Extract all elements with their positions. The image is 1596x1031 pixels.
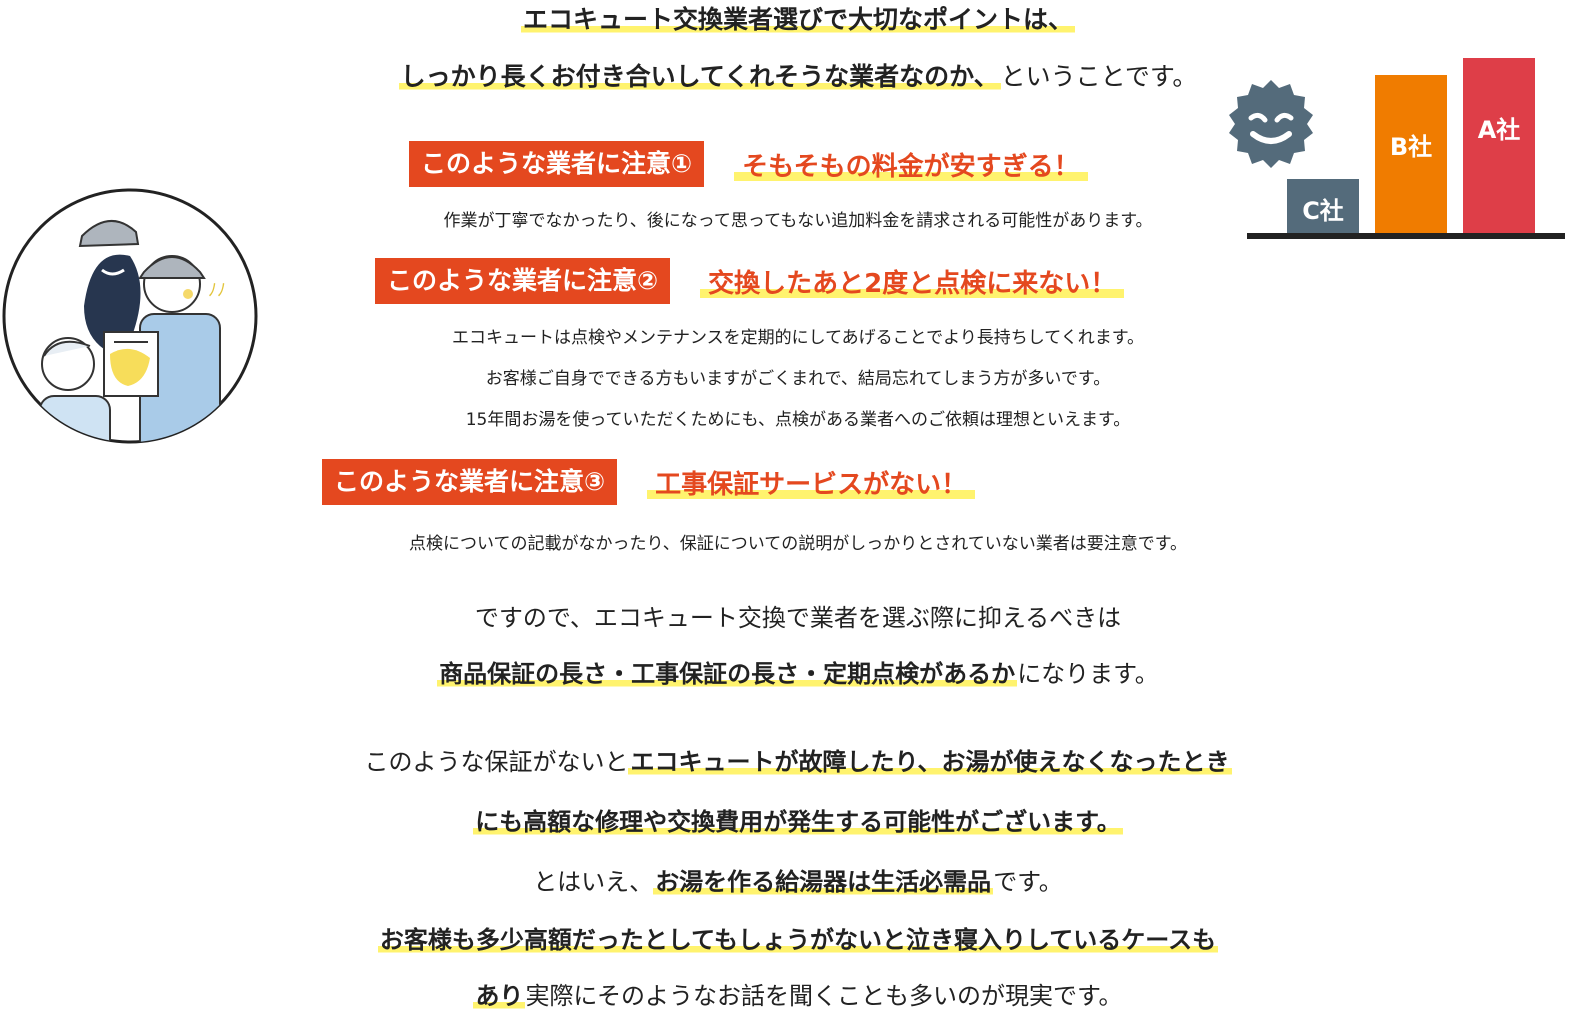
closing-line-3-plain-1: とはいえ、 xyxy=(533,868,654,896)
caution-2-body-3: 15年間お湯を使っていただくためにも、点検がある業者へのご依頼は理想といえます。 xyxy=(465,410,1131,430)
summary-line-2: 商品保証の長さ・工事保証の長さ・定期点検があるかになります。 xyxy=(0,654,1596,689)
closing-line-2-highlight: にも高額な修理や交換費用が発生する可能性がございます。 xyxy=(473,808,1123,836)
price-comparison-graphic: C社 B社 A社 xyxy=(1225,58,1595,248)
closing-line-4-highlight: お客様も多少高額だったとしてもしょうがないと泣き寝入りしているケースも xyxy=(377,926,1219,954)
closing-line-1: このような保証がないとエコキュートが故障したり、お湯が使えなくなったとき xyxy=(0,742,1596,777)
caution-1-tag: このような業者に注意① xyxy=(409,141,705,187)
closing-line-3-plain-2: です。 xyxy=(993,868,1063,896)
intro-line-1-text: エコキュート交換業者選びで大切なポイントは、 xyxy=(520,5,1075,34)
closing-line-2: にも高額な修理や交換費用が発生する可能性がございます。 xyxy=(0,802,1596,837)
closing-line-3: とはいえ、お湯を作る給湯器は生活必需品です。 xyxy=(0,862,1596,897)
sneaky-face-seal-icon xyxy=(1229,80,1313,168)
caution-3-heading: このような業者に注意③ 工事保証サービスがない！ xyxy=(322,459,976,505)
closing-line-4: お客様も多少高額だったとしてもしょうがないと泣き寝入りしているケースも xyxy=(0,920,1596,955)
bar-b: B社 xyxy=(1375,75,1447,233)
caution-2-body-2: お客様ご自身でできる方もいますがごくまれで、結局忘れてしまう方が多いです。 xyxy=(485,369,1111,389)
summary-line-2-highlight: 商品保証の長さ・工事保証の長さ・定期点検があるか xyxy=(437,660,1018,688)
bar-a: A社 xyxy=(1463,58,1535,233)
intro-line-1: エコキュート交換業者選びで大切なポイントは、 xyxy=(0,0,1596,36)
caution-3-tag: このような業者に注意③ xyxy=(322,459,618,505)
caution-3-body: 点検についての記載がなかったり、保証についての説明がしっかりとされていない業者は… xyxy=(408,534,1188,554)
closing-line-1-highlight: エコキュートが故障したり、お湯が使えなくなったとき xyxy=(628,748,1232,776)
bar-a-label: A社 xyxy=(1477,116,1521,144)
caution-2-title: 交換したあと2度と点検に来ない！ xyxy=(700,262,1125,300)
closing-line-3-highlight: お湯を作る給湯器は生活必需品 xyxy=(653,868,994,896)
bar-b-label: B社 xyxy=(1389,133,1433,161)
closing-line-1-plain: このような保証がないと xyxy=(364,748,629,776)
caution-2-heading: このような業者に注意② 交換したあと2度と点検に来ない！ xyxy=(375,258,1125,304)
closing-line-5: あり実際にそのようなお話を聞くことも多いのが現実です。 xyxy=(0,976,1596,1011)
shady-contractor-illustration: ﾉﾉ xyxy=(2,188,258,444)
closing-line-5-plain: 実際にそのようなお話を聞くことも多いのが現実です。 xyxy=(525,982,1123,1010)
caution-2-tag: このような業者に注意② xyxy=(375,258,671,304)
caution-1-body: 作業が丁寧でなかったり、後になって思ってもない追加料金を請求される可能性がありま… xyxy=(443,211,1153,231)
caution-1-heading: このような業者に注意① そもそもの料金が安すぎる！ xyxy=(409,141,1088,187)
svg-text:ﾉﾉ: ﾉﾉ xyxy=(208,280,226,301)
caution-2-body-1: エコキュートは点検やメンテナンスを定期的にしてあげることでより長持ちしてくれます… xyxy=(451,328,1145,348)
summary-line-2-rest: になります。 xyxy=(1017,660,1159,688)
chart-baseline xyxy=(1247,233,1565,239)
caution-1-title: そもそもの料金が安すぎる！ xyxy=(734,145,1088,183)
bar-c-label: C社 xyxy=(1302,197,1344,225)
caution-3-title: 工事保証サービスがない！ xyxy=(647,463,976,501)
summary-line-1: ですので、エコキュート交換で業者を選ぶ際に抑えるべきは xyxy=(474,604,1122,632)
intro-line-2: しっかり長くお付き合いしてくれそうな業者なのか、ということです。 xyxy=(0,57,1596,93)
contractor-illustration: ﾉﾉ xyxy=(0,186,262,448)
closing-line-5-highlight: あり xyxy=(473,982,526,1010)
intro-line-2-rest: ということです。 xyxy=(1000,62,1198,91)
intro-line-2-highlight: しっかり長くお付き合いしてくれそうな業者なのか、 xyxy=(398,62,1001,91)
bar-c: C社 xyxy=(1287,179,1359,233)
